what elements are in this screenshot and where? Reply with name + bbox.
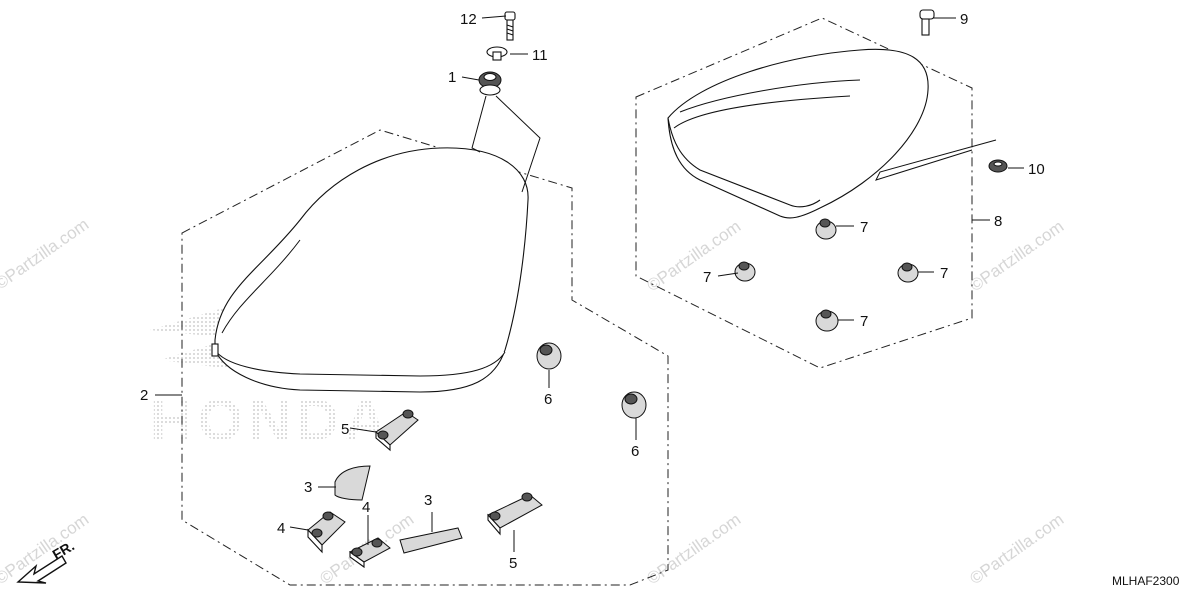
callout-2: 2 bbox=[140, 387, 148, 404]
part-3-rubber bbox=[399, 527, 463, 554]
watermark-text: ©Partzilla.com bbox=[643, 510, 744, 589]
watermark-text: ©Partzilla.com bbox=[966, 217, 1067, 296]
callout-12: 12 bbox=[460, 11, 477, 28]
part-12-bolt bbox=[504, 11, 516, 41]
watermark-group: ©Partzilla.com ©Partzilla.com ©Partzilla… bbox=[0, 182, 1067, 588]
part-7-cushion bbox=[815, 218, 837, 240]
part-11-washer bbox=[486, 46, 508, 61]
callout-6: 6 bbox=[544, 391, 552, 408]
part-6-cushion bbox=[536, 342, 562, 370]
watermark-text: ©Partzilla.com bbox=[0, 215, 92, 294]
callout-3: 3 bbox=[424, 492, 432, 509]
callout-7: 7 bbox=[860, 313, 868, 330]
callout-labels: 1 2 3 3 4 4 5 5 6 6 7 7 7 7 8 9 10 11 12 bbox=[140, 11, 1045, 572]
callout-7: 7 bbox=[703, 269, 711, 286]
part-10-washer bbox=[988, 159, 1008, 173]
callout-6: 6 bbox=[631, 443, 639, 460]
part-6-cushion bbox=[621, 391, 647, 419]
part-7-cushion bbox=[897, 262, 919, 283]
part-3-rubber bbox=[334, 465, 371, 501]
callout-7: 7 bbox=[940, 265, 948, 282]
callout-3: 3 bbox=[304, 479, 312, 496]
callout-5: 5 bbox=[341, 421, 349, 438]
callout-7: 7 bbox=[860, 219, 868, 236]
part-7-cushion bbox=[815, 309, 839, 332]
callout-1: 1 bbox=[448, 69, 456, 86]
watermark-text: ©Partzilla.com bbox=[643, 217, 744, 296]
part-9-bolt bbox=[919, 9, 935, 36]
callout-4: 4 bbox=[362, 499, 370, 516]
callout-10: 10 bbox=[1028, 161, 1045, 178]
callout-11: 11 bbox=[532, 47, 548, 64]
callout-8: 8 bbox=[994, 213, 1002, 230]
part-4-rubber bbox=[349, 537, 391, 569]
part-5-rubber bbox=[375, 409, 419, 452]
rear-seat bbox=[667, 48, 929, 219]
callout-9: 9 bbox=[960, 11, 968, 28]
watermark-text: ©Partzilla.com bbox=[966, 510, 1067, 589]
leader-lines bbox=[155, 15, 1024, 552]
part-7-cushion bbox=[734, 261, 756, 282]
callout-5: 5 bbox=[509, 555, 517, 572]
part-1-grommet bbox=[478, 71, 502, 96]
front-seat bbox=[211, 147, 529, 393]
part-5-rubber bbox=[487, 492, 543, 536]
rear-seat-group-outline bbox=[635, 17, 973, 369]
honda-wordmark-watermark: HONDA bbox=[150, 388, 393, 453]
part-4-rubber bbox=[307, 511, 346, 554]
callout-4: 4 bbox=[277, 520, 285, 537]
diagram-code: MLHAF2300 bbox=[1112, 574, 1180, 588]
